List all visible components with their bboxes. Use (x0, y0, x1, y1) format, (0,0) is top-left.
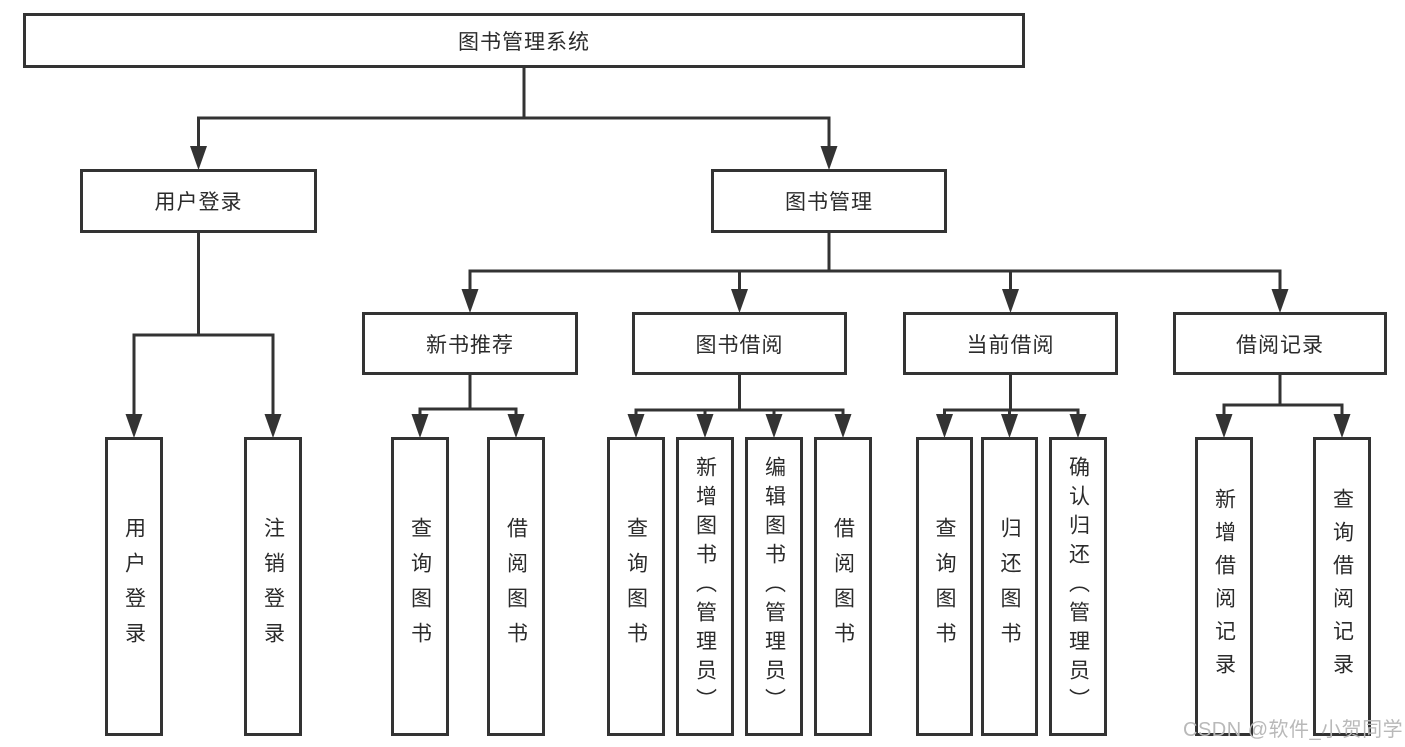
node-label-leaf-nb-query: 查询图书 (408, 516, 432, 657)
node-label-borrow-records: 借阅记录 (1236, 333, 1324, 357)
node-label-user-login: 用户登录 (154, 191, 243, 214)
node-leaf-nb-query: 查询图书 (391, 437, 449, 736)
node-label-leaf-bb-borrow: 借阅图书 (831, 516, 855, 657)
node-label-leaf-bb-edit: 编辑图书（管理员） (762, 456, 786, 717)
node-label-book-borrow: 图书借阅 (695, 333, 784, 357)
node-root: 图书管理系统 (23, 13, 1025, 68)
node-leaf-cb-confirm: 确认归还（管理员） (1049, 437, 1107, 736)
node-leaf-user-login: 用户登录 (105, 437, 163, 736)
node-leaf-br-query: 查询借阅记录 (1313, 437, 1371, 736)
node-label-leaf-cb-query: 查询图书 (933, 516, 956, 657)
node-label-leaf-cb-confirm: 确认归还（管理员） (1066, 456, 1090, 717)
node-label-leaf-br-add: 新增借阅记录 (1212, 487, 1236, 686)
node-user-login: 用户登录 (80, 169, 317, 233)
node-book-borrow: 图书借阅 (632, 312, 847, 375)
node-leaf-bb-edit: 编辑图书（管理员） (745, 437, 803, 736)
node-book-mgmt: 图书管理 (711, 169, 947, 233)
node-label-leaf-nb-borrow: 借阅图书 (504, 516, 528, 657)
node-borrow-records: 借阅记录 (1173, 312, 1387, 375)
node-new-books: 新书推荐 (362, 312, 578, 375)
node-label-current-borrow: 当前借阅 (966, 333, 1055, 357)
node-leaf-cb-query: 查询图书 (916, 437, 973, 736)
node-label-root: 图书管理系统 (458, 30, 590, 54)
node-label-book-mgmt: 图书管理 (785, 191, 873, 214)
node-leaf-nb-borrow: 借阅图书 (487, 437, 545, 736)
node-label-leaf-logout: 注销登录 (261, 516, 285, 657)
node-leaf-bb-borrow: 借阅图书 (814, 437, 872, 736)
node-label-leaf-user-login: 用户登录 (122, 516, 146, 657)
node-leaf-cb-return: 归还图书 (981, 437, 1038, 736)
node-label-new-books: 新书推荐 (426, 333, 514, 357)
node-label-leaf-br-query: 查询借阅记录 (1330, 487, 1354, 686)
node-leaf-bb-query: 查询图书 (607, 437, 665, 736)
node-leaf-logout: 注销登录 (244, 437, 302, 736)
node-leaf-br-add: 新增借阅记录 (1195, 437, 1253, 736)
node-current-borrow: 当前借阅 (903, 312, 1118, 375)
node-label-leaf-cb-return: 归还图书 (998, 516, 1021, 657)
node-label-leaf-bb-add: 新增图书（管理员） (693, 456, 717, 717)
node-leaf-bb-add: 新增图书（管理员） (676, 437, 734, 736)
node-label-leaf-bb-query: 查询图书 (624, 516, 648, 657)
